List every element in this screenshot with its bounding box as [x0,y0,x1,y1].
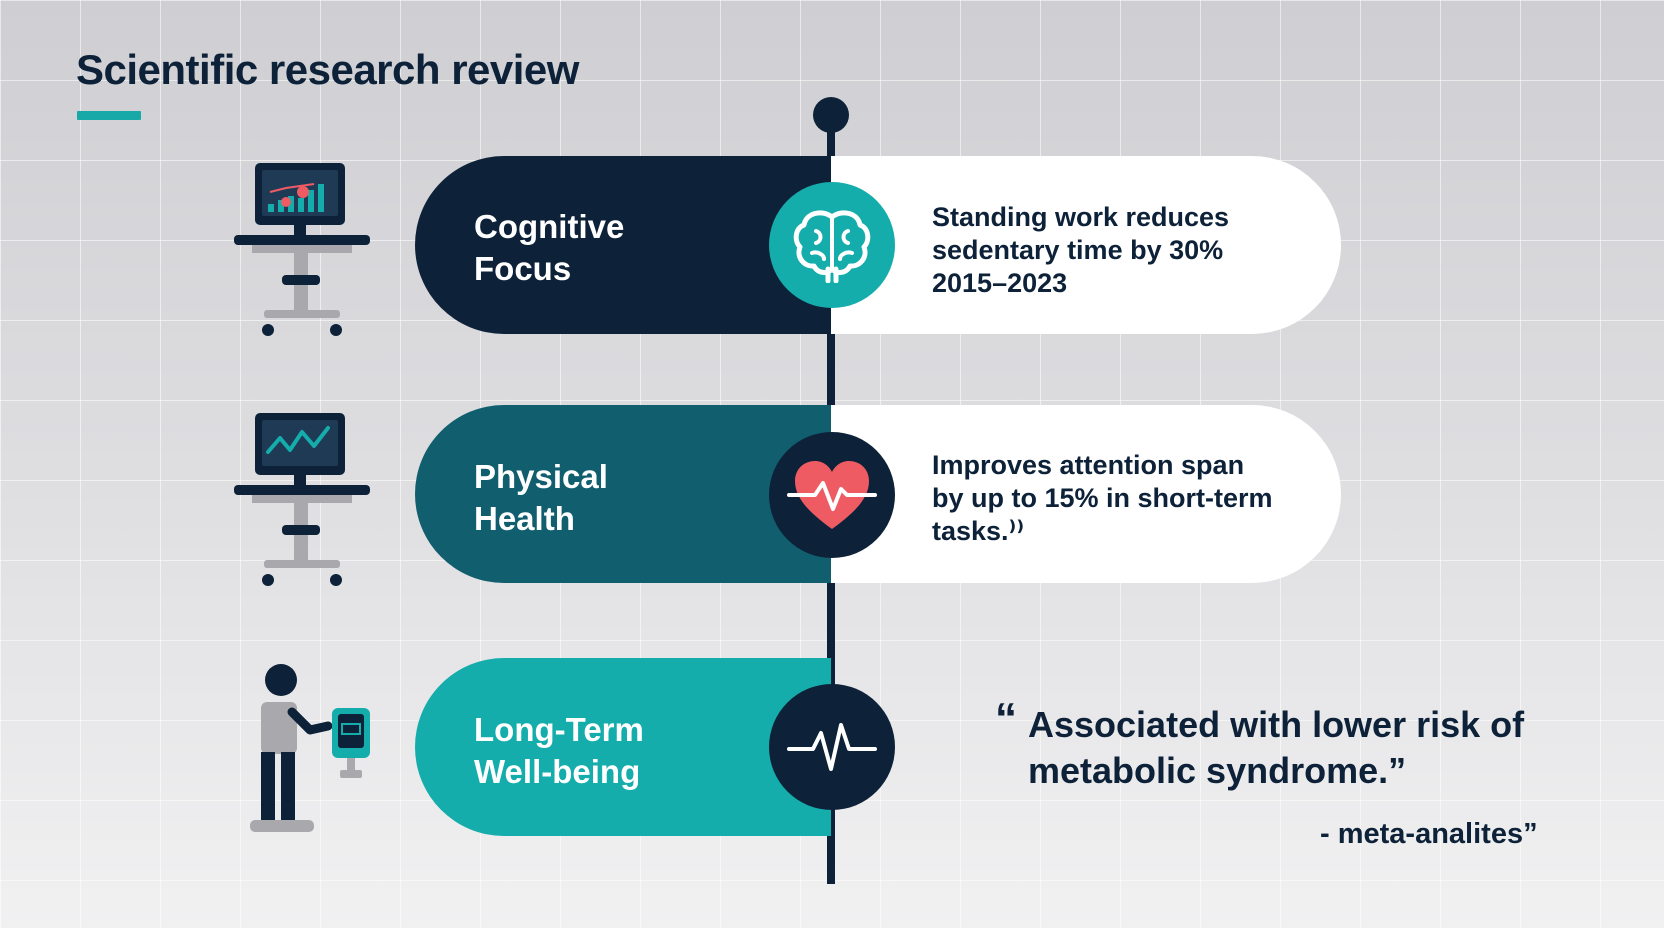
detail-line: tasks.⁾⁾ [932,516,1025,546]
pill-label-physical-health: Physical Health [474,456,734,540]
detail-line: Standing work reduces [932,202,1230,232]
label-line: Long-Term [474,711,644,748]
quote-open-mark: “ [995,694,1017,743]
detail-line: by up to 15% in short-term [932,483,1273,513]
quote-line: Associated with lower risk of [1028,704,1525,745]
heart-pulse-icon [787,461,877,529]
label-line: Well-being [474,753,641,790]
quote-block: “ Associated with lower risk of metaboli… [995,696,1635,794]
heartbeat-line-icon [787,723,877,771]
label-line: Focus [474,250,572,287]
detail-text-cognitive-focus: Standing work reduces sedentary time by … [932,201,1332,300]
detail-line: Improves attention span [932,450,1245,480]
quote-attribution: - meta-analites” [1320,818,1538,850]
pill-long-term-well-being [415,658,831,836]
page-title: Scientific research review [76,46,579,93]
timeline-start-dot [813,97,849,133]
circle-brain [769,182,895,308]
standing-desk-line-monitor-icon [228,408,378,593]
title-underline [77,111,141,120]
pill-cognitive-focus [415,156,831,334]
pill-physical-health [415,405,831,583]
pill-detail-physical-health [831,405,1341,583]
detail-text-physical-health: Improves attention span by up to 15% in … [932,449,1332,548]
pill-label-long-term-well-being: Long-Term Well-being [474,709,734,793]
pill-label-cognitive-focus: Cognitive Focus [474,206,734,290]
detail-line: 2015–2023 [932,268,1068,298]
label-line: Physical [474,458,608,495]
label-line: Health [474,500,575,537]
quote-line: metabolic syndrome.” [1028,750,1407,791]
circle-heartbeat [769,684,895,810]
brain-icon [793,210,871,283]
person-at-device-icon [244,660,384,845]
circle-heart [769,432,895,558]
standing-desk-chart-monitor-icon [228,158,378,343]
pill-detail-cognitive-focus [831,156,1341,334]
detail-line: sedentary time by 30% [932,235,1224,265]
label-line: Cognitive [474,208,625,245]
